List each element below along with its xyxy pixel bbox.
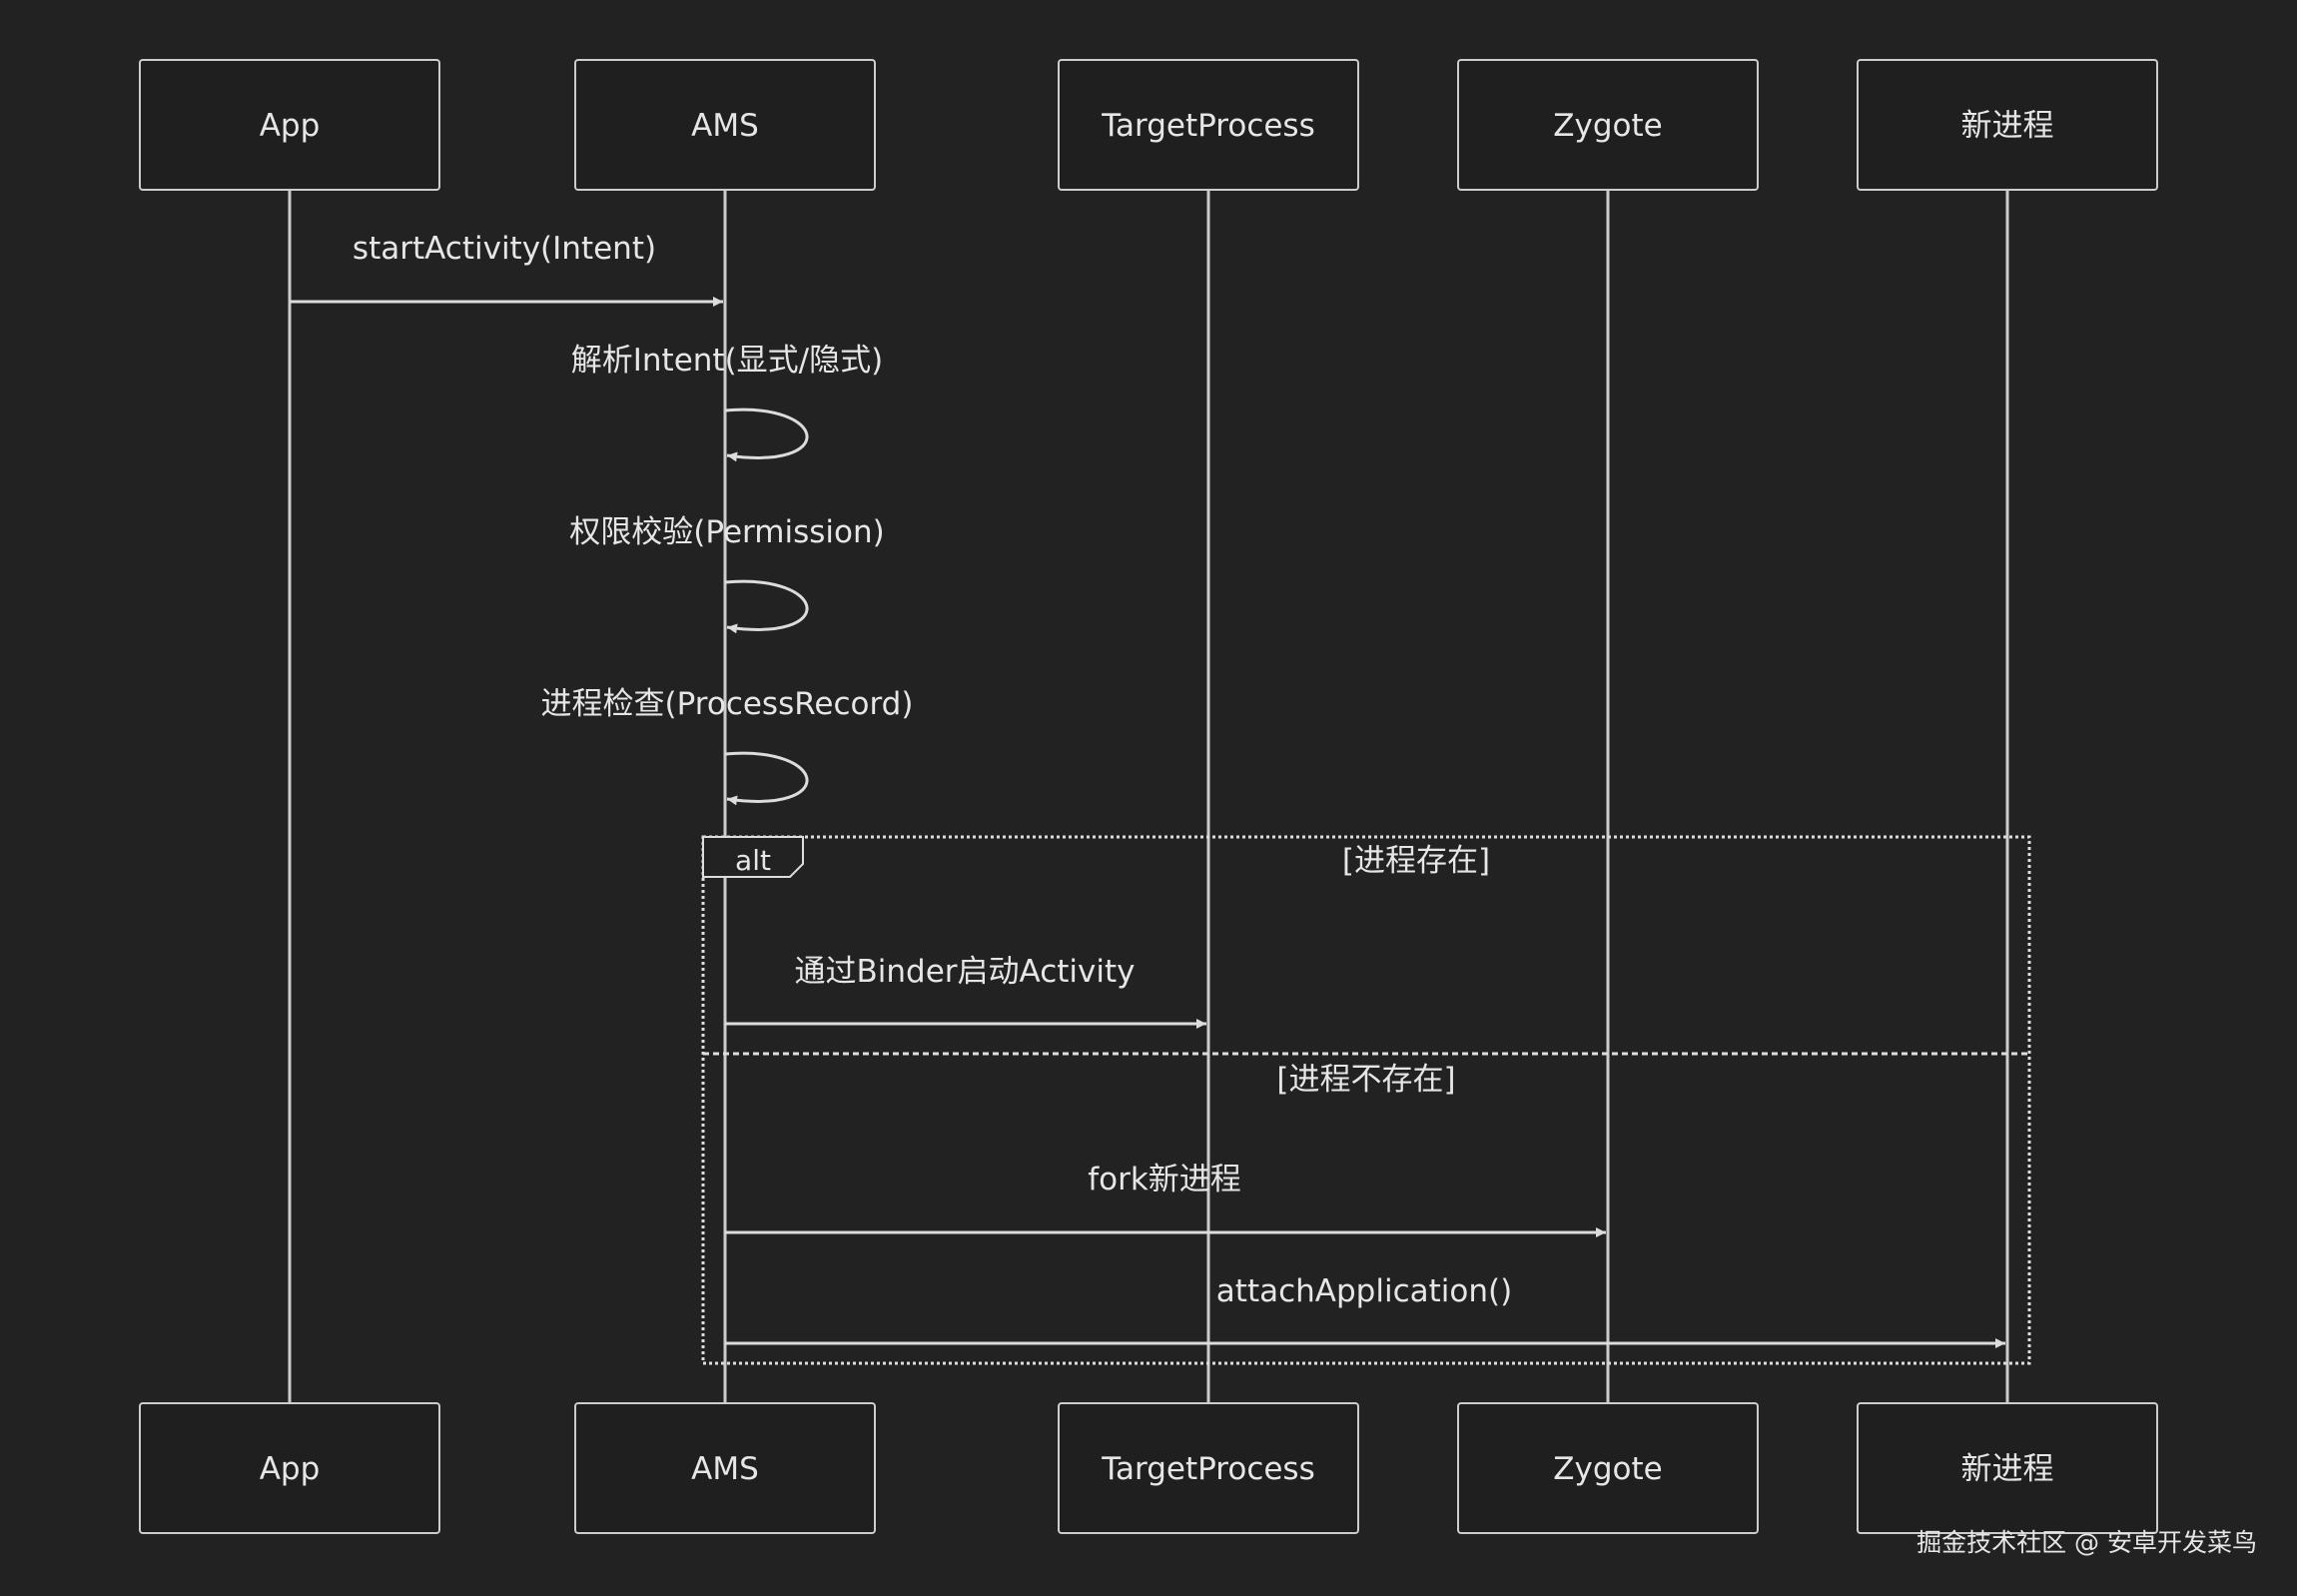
participant-label: TargetProcess [1101,108,1315,144]
participant-label: AMS [691,108,759,144]
message-label: 权限校验(Permission) [569,514,884,550]
alt-condition-exists: [进程存在] [1342,843,1490,879]
participant-app-top: App [139,59,440,191]
message-attach-application: attachApplication() [725,1273,2005,1348]
message-label: startActivity(Intent) [353,231,656,267]
message-parse-intent: 解析Intent(显式/隐式) [571,343,883,462]
message-fork-process: fork新进程 [725,1162,1606,1237]
participant-newproc-top: 新进程 [1857,59,2158,191]
message-label: 解析Intent(显式/隐式) [571,343,883,379]
participant-target-bottom: TargetProcess [1058,1402,1359,1534]
message-permission-check: 权限校验(Permission) [569,514,885,634]
participant-app-bottom: App [139,1402,440,1534]
participant-newproc-bottom: 新进程 [1857,1402,2158,1534]
alt-tab [702,836,804,878]
participant-label: AMS [691,1451,759,1487]
message-self-loop [724,579,809,634]
message-label: 通过Binder启动Activity [795,954,1136,990]
message-start-activity: startActivity(Intent) [290,231,723,307]
participant-label: 新进程 [1961,108,2054,144]
participant-label: App [260,108,321,144]
participant-label: TargetProcess [1101,1451,1315,1487]
watermark-text: 掘金技术社区 @ 安卓开发菜鸟 [1916,1528,2257,1557]
alt-condition-not-exists: [进程不存在] [1276,1062,1455,1098]
message-self-loop [724,751,809,806]
participant-label: 新进程 [1961,1451,2054,1487]
alt-frame [701,835,2031,1365]
participants-top: App AMS TargetProcess Zygote 新进程 [139,59,2158,191]
participant-label: App [260,1451,321,1487]
message-binder-start-activity: 通过Binder启动Activity [725,954,1206,1029]
messages: startActivity(Intent) 解析Intent(显式/隐式) 权限… [290,231,2005,1348]
participant-zygote-top: Zygote [1457,59,1759,191]
participant-zygote-bottom: Zygote [1457,1402,1759,1534]
participants-bottom: App AMS TargetProcess Zygote 新进程 [139,1402,2158,1534]
message-self-loop [724,407,809,462]
participant-label: Zygote [1553,1451,1662,1487]
participant-label: Zygote [1553,108,1662,144]
message-label: fork新进程 [1088,1162,1241,1197]
message-label: attachApplication() [1216,1273,1512,1309]
lifelines [288,190,2009,1403]
participant-ams-bottom: AMS [574,1402,876,1534]
participant-target-top: TargetProcess [1058,59,1359,191]
participant-ams-top: AMS [574,59,876,191]
alt-block: alt [进程存在] [进程不存在] [701,835,2031,1365]
alt-keyword: alt [735,844,771,877]
message-process-check: 进程检查(ProcessRecord) [541,686,914,806]
message-label: 进程检查(ProcessRecord) [541,686,914,722]
